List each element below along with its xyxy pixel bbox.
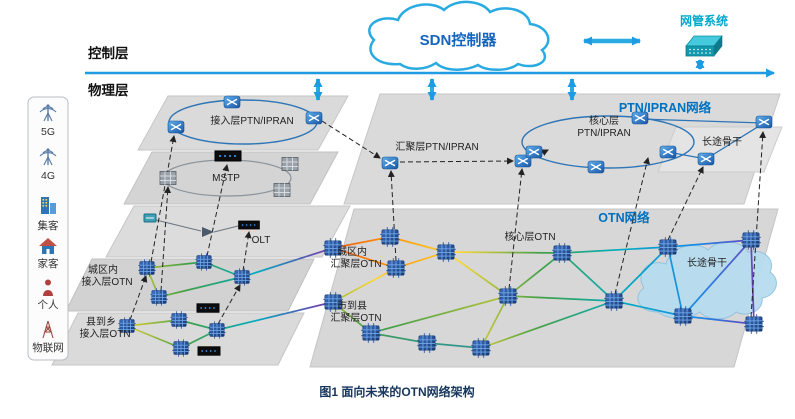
otn-node-icon — [149, 287, 169, 307]
otn-node-icon — [497, 285, 519, 307]
otn-network-label: OTN网络 — [598, 210, 650, 225]
otn-node-icon — [740, 229, 762, 251]
router-icon — [167, 120, 185, 134]
otn-city-county-label-1: 市到县 — [337, 299, 367, 312]
access-shelf-icon — [196, 303, 220, 313]
nms-label: 网管系统 — [680, 13, 728, 28]
otn-county-access-label-2: 接入层OTN — [79, 327, 130, 340]
router-icon — [223, 95, 241, 109]
access-type-label-4g: 4G — [41, 170, 55, 182]
onu-device-icon — [143, 213, 157, 223]
physical-layer-label: 物理层 — [88, 82, 129, 98]
olt-label: OLT — [252, 235, 271, 246]
otn-node-icon — [171, 338, 191, 358]
control-layer-label: 控制层 — [88, 45, 129, 61]
access-type-label-home: 家客 — [38, 257, 59, 270]
mstp-shelf-icon — [214, 150, 242, 162]
otn-node-icon — [551, 242, 573, 264]
sdn-controller-label: SDN控制器 — [420, 31, 498, 49]
otn-node-icon — [657, 236, 679, 258]
otn-node-icon — [360, 322, 382, 344]
otn-node-icon — [743, 313, 765, 335]
otn-node-icon — [672, 305, 694, 327]
mstp-node-icon — [273, 183, 291, 197]
access-type-label-personal: 个人 — [38, 299, 59, 311]
otn-node-icon — [169, 310, 189, 330]
ptn-core-ring — [521, 115, 695, 169]
mstp-label: MSTP — [212, 173, 240, 184]
network-planes — [51, 93, 783, 368]
layer-mapping-arrows — [129, 120, 767, 325]
access-type-panel-frame — [27, 96, 69, 361]
otn-node-icon — [137, 258, 157, 278]
otn-node-icon — [232, 267, 252, 287]
otn-node-icon — [603, 290, 625, 312]
plane-ptn-access — [137, 95, 349, 151]
ptn-core-label-1: 核心层 — [589, 114, 619, 127]
otn-urban-access-label-1: 城区内 — [88, 263, 118, 276]
ptn-longhaul-label: 长途骨干 — [702, 135, 742, 148]
sdn-cloud — [368, 0, 550, 71]
plane-ptn-longhaul — [657, 126, 783, 173]
router-icon — [381, 156, 399, 170]
nms-icon — [685, 35, 723, 57]
router-icon — [587, 160, 605, 174]
otn-urban-agg-label-2: 汇聚层OTN — [330, 257, 381, 270]
mstp-node-icon — [159, 171, 177, 185]
figure-caption: 图1 面向未来的OTN网络架构 — [319, 384, 474, 399]
otn-node-icon — [379, 226, 401, 248]
otn-node-icon — [385, 257, 407, 279]
otn-node-icon — [207, 320, 227, 340]
otn-node-icon — [470, 337, 492, 359]
ptn-agg-label: 汇聚层PTN/IPRAN — [395, 140, 478, 153]
router-icon — [755, 115, 773, 129]
router-icon — [697, 152, 715, 166]
router-icon — [305, 111, 323, 125]
plane-olt — [105, 205, 351, 258]
otn-longhaul-label: 长途骨干 — [687, 256, 727, 269]
router-icon — [525, 145, 543, 159]
control-physical-arrows — [313, 59, 705, 101]
router-icon — [659, 145, 677, 159]
access-shelf-icon — [197, 346, 221, 356]
access-type-panel: 5G 4G 集客 家客 个人 物联网 — [27, 96, 69, 361]
ptn-core-label-2: PTN/IPRAN — [577, 128, 630, 139]
otn-node-icon — [435, 241, 457, 263]
olt-shelf-icon — [238, 220, 260, 230]
access-type-label-5g: 5G — [41, 126, 55, 138]
ptn-network-label: PTN/IPRAN网络 — [619, 100, 712, 115]
mstp-node-icon — [281, 157, 299, 171]
plane-ptn-core-agg — [343, 93, 781, 205]
otn-core-label: 核心层OTN — [504, 230, 555, 243]
access-type-label-group: 集客 — [38, 219, 59, 232]
longhaul-otn-cloud — [637, 241, 777, 320]
plane-otn-urban-access — [65, 258, 315, 312]
otn-urban-agg-label-1: 城区内 — [337, 245, 367, 258]
ptn-access-label: 接入层PTN/IPRAN — [210, 114, 293, 127]
otn-node-icon — [194, 252, 214, 272]
otn-county-access-label-1: 县到乡 — [86, 316, 116, 328]
otn-urban-access-label-2: 接入层OTN — [81, 275, 132, 288]
olt-links — [155, 219, 239, 233]
otn-city-county-label-2: 汇聚层OTN — [330, 311, 381, 324]
access-type-label-iot: 物联网 — [32, 341, 64, 354]
otn-node-icon — [416, 332, 438, 354]
